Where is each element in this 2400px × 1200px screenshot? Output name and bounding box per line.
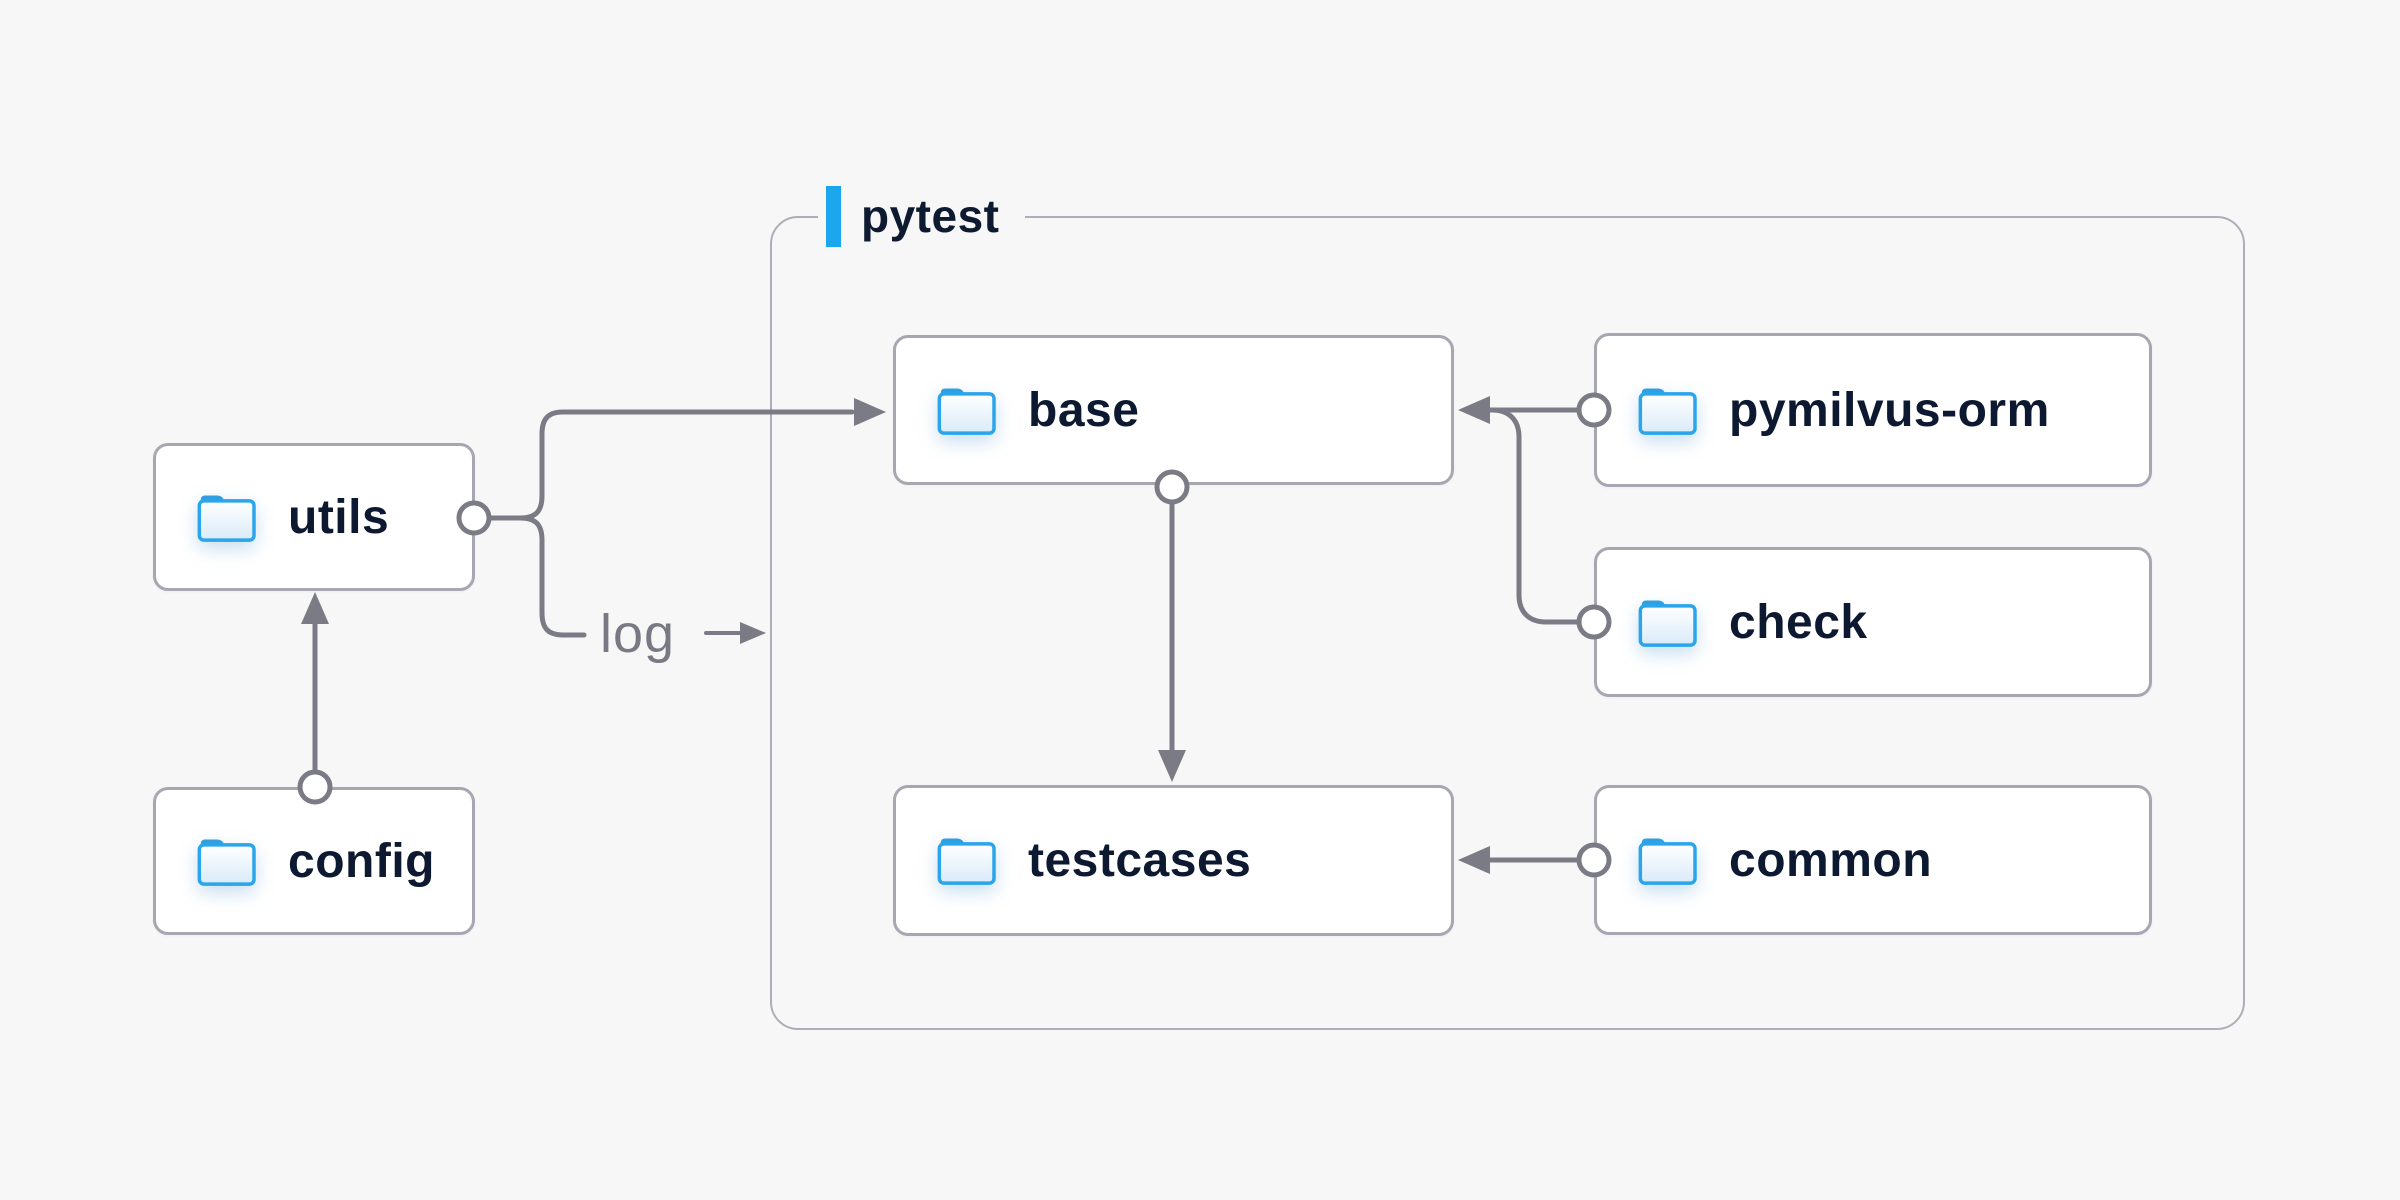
folder-icon (1635, 382, 1699, 439)
node-check: check (1594, 547, 2152, 697)
node-label: config (288, 834, 435, 888)
edge-config-utils (297, 592, 333, 805)
edge-log-arrow (704, 622, 766, 644)
node-label: pymilvus-orm (1729, 383, 2050, 437)
node-config: config (153, 787, 475, 935)
arrowhead-up (301, 592, 329, 624)
pytest-group-container (770, 216, 2245, 1030)
edge-label-log: log (600, 604, 676, 664)
folder-icon (934, 382, 998, 439)
node-label: base (1028, 383, 1140, 437)
node-label: common (1729, 833, 1933, 887)
node-testcases: testcases (893, 785, 1454, 936)
pytest-group-title: pytest (861, 190, 1000, 242)
folder-icon (194, 489, 258, 546)
node-label: utils (288, 490, 390, 544)
node-base: base (893, 335, 1454, 485)
folder-icon (194, 833, 258, 890)
folder-icon (934, 832, 998, 889)
node-common: common (1594, 785, 2152, 935)
node-label: testcases (1028, 834, 1252, 887)
arrowhead-right-small (740, 622, 766, 644)
accent-bar (826, 185, 841, 247)
folder-icon (1635, 594, 1699, 651)
pytest-group-label: pytest (818, 181, 1026, 251)
node-utils: utils (153, 443, 475, 591)
node-label: check (1729, 595, 1868, 649)
folder-icon (1635, 832, 1699, 889)
node-pymilvus-orm: pymilvus-orm (1594, 333, 2152, 487)
